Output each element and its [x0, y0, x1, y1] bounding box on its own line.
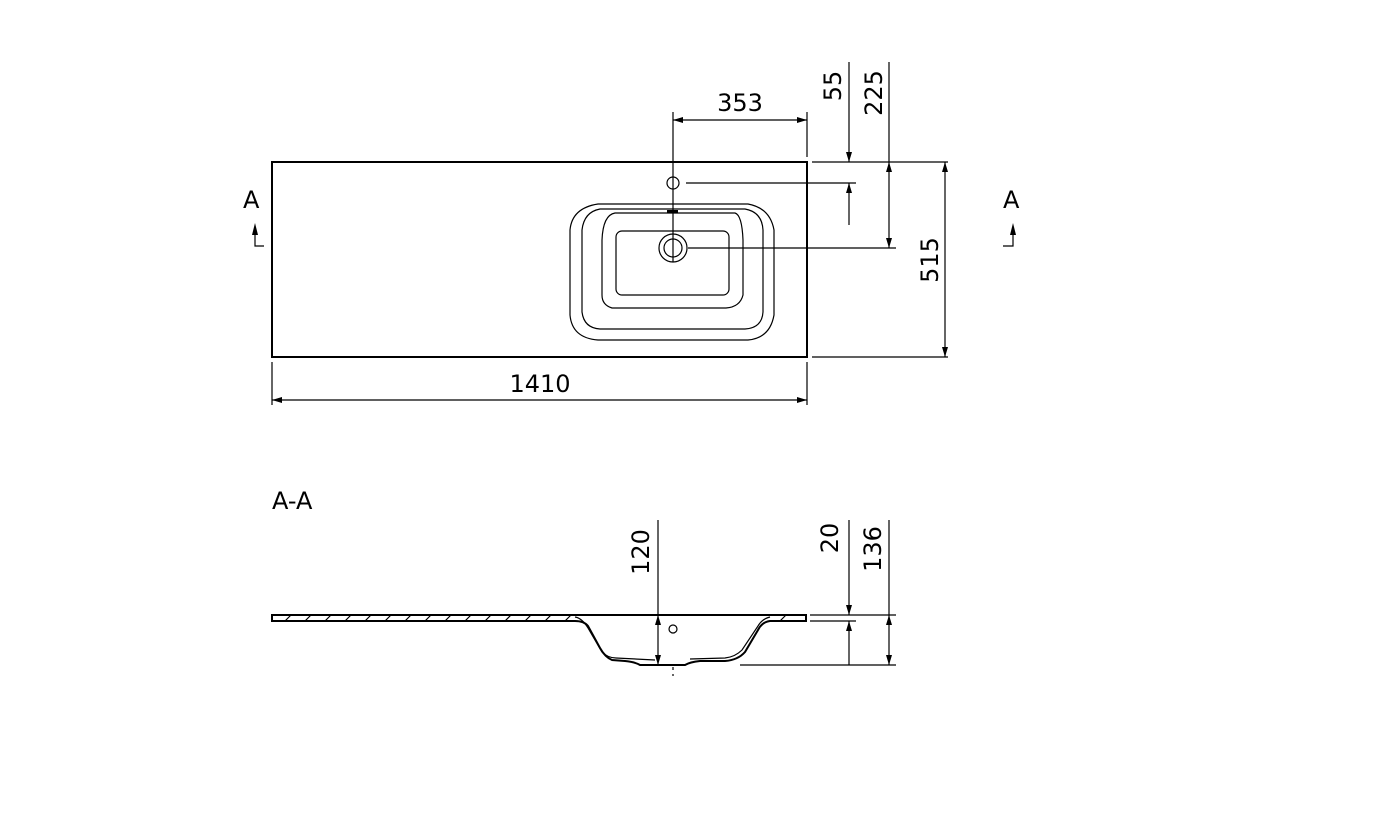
dimension-1410: 1410	[271, 362, 808, 405]
svg-text:55: 55	[819, 71, 847, 102]
svg-text:20: 20	[816, 523, 844, 554]
svg-text:A: A	[1003, 186, 1020, 214]
section-label: A-A	[272, 487, 313, 515]
section-view: A-A 120	[271, 487, 896, 676]
dimension-515: 515	[916, 162, 948, 357]
top-view: A A 353 55 225	[243, 62, 1020, 405]
section-profile	[271, 614, 807, 676]
dimension-20: 20	[816, 520, 852, 665]
dimension-55: 55	[819, 62, 852, 225]
section-marker-right: A	[1003, 186, 1020, 247]
basin-outline	[569, 203, 775, 341]
svg-text:225: 225	[860, 70, 888, 116]
dimension-136: 136	[859, 520, 892, 665]
dimension-225: 225	[860, 62, 892, 248]
svg-text:120: 120	[627, 529, 655, 575]
svg-text:515: 515	[916, 237, 944, 283]
countertop-outline	[271, 161, 808, 358]
dimension-120: 120	[627, 520, 661, 665]
svg-text:136: 136	[859, 526, 887, 572]
section-marker-left: A	[243, 186, 264, 247]
dimension-353: 353	[673, 89, 808, 157]
svg-text:A: A	[243, 186, 260, 214]
svg-text:1410: 1410	[509, 370, 570, 398]
svg-text:353: 353	[717, 89, 763, 117]
